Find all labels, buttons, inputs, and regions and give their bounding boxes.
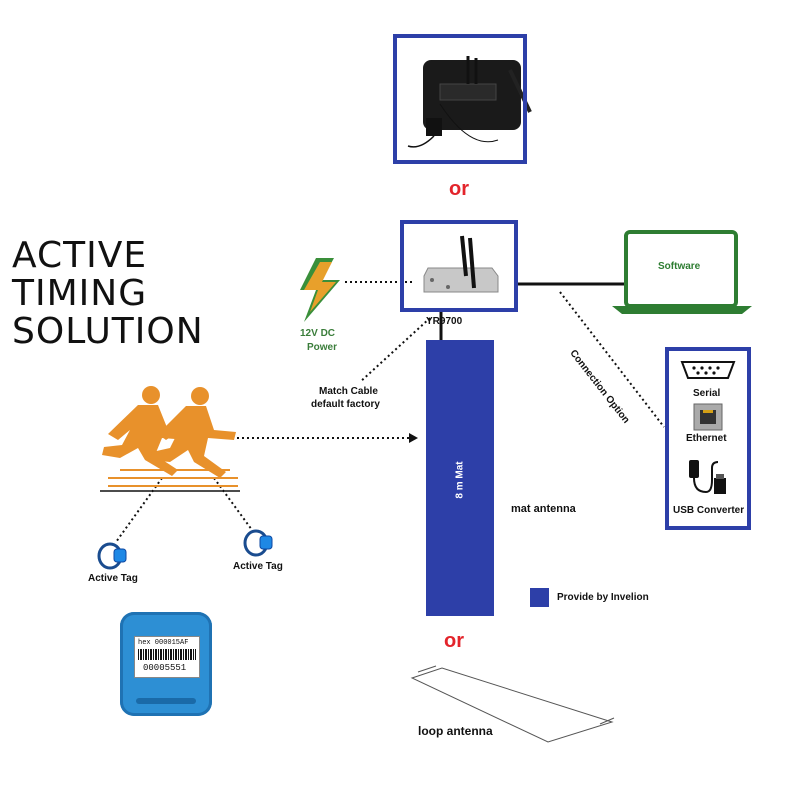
laptop-icon: [612, 230, 752, 314]
tag1-connector: [115, 477, 163, 543]
or-label-top: or: [449, 178, 469, 200]
loop-antenna-drawing: [410, 665, 615, 743]
connection-option-serial: Serial: [693, 388, 721, 399]
track-lines: [108, 469, 238, 487]
power-label-line1: 12V DC: [300, 328, 336, 339]
wristband-icon: [97, 542, 127, 570]
loop-antenna-label: loop antenna: [418, 724, 493, 738]
active-tag-label-1: Active Tag: [88, 573, 138, 584]
cable-connector: [359, 317, 431, 383]
barcode-icon: [138, 649, 196, 660]
legend-swatch: [530, 588, 549, 607]
connection-option-ethernet: Ethernet: [686, 433, 727, 444]
portable-case-icon: [407, 56, 532, 148]
active-tag-device: hex 000015AF 00005551: [120, 612, 212, 716]
reader-device-icon: [423, 235, 499, 293]
legend-label: Provide by Invelion: [557, 592, 649, 603]
mat-antenna: [426, 340, 494, 616]
ethernet-port-icon: [693, 403, 723, 431]
power-label-line2: Power: [307, 342, 338, 353]
or-label-bottom: or: [444, 630, 464, 652]
title-line-2: TIMING: [12, 273, 148, 314]
active-tag-label-2: Active Tag: [233, 561, 283, 572]
connection-options-box: [665, 347, 751, 530]
cable-label-line2: default factory: [311, 399, 380, 410]
reader-frame: [400, 220, 518, 312]
lightning-icon: [300, 258, 340, 322]
cable-label-line1: Match Cable: [319, 386, 378, 397]
runner-arrow-head: [409, 433, 418, 443]
connection-option-connector: [559, 291, 665, 428]
connection-option-usb: USB Converter: [673, 505, 745, 516]
mat-length-label: 8 m Mat: [454, 461, 466, 499]
tag-id-text: 00005551: [143, 663, 187, 673]
title-line-3: SOLUTION: [12, 311, 204, 352]
wristband-icon: [243, 529, 273, 557]
portable-case-frame: [393, 34, 527, 164]
serial-port-icon: [680, 361, 736, 379]
laptop-software-label: Software: [658, 261, 701, 272]
reader-label: YR9700: [426, 316, 463, 327]
mat-antenna-caption: mat antenna: [511, 503, 576, 515]
tag-barcode-label: hex 000015AF 00005551: [134, 636, 200, 678]
usb-converter-icon: [689, 460, 726, 494]
title-line-1: ACTIVE: [12, 235, 148, 276]
tag-strap-slot: [136, 698, 196, 704]
runner-icon: [102, 386, 236, 478]
tag-hex-text: hex 000015AF: [138, 639, 189, 647]
